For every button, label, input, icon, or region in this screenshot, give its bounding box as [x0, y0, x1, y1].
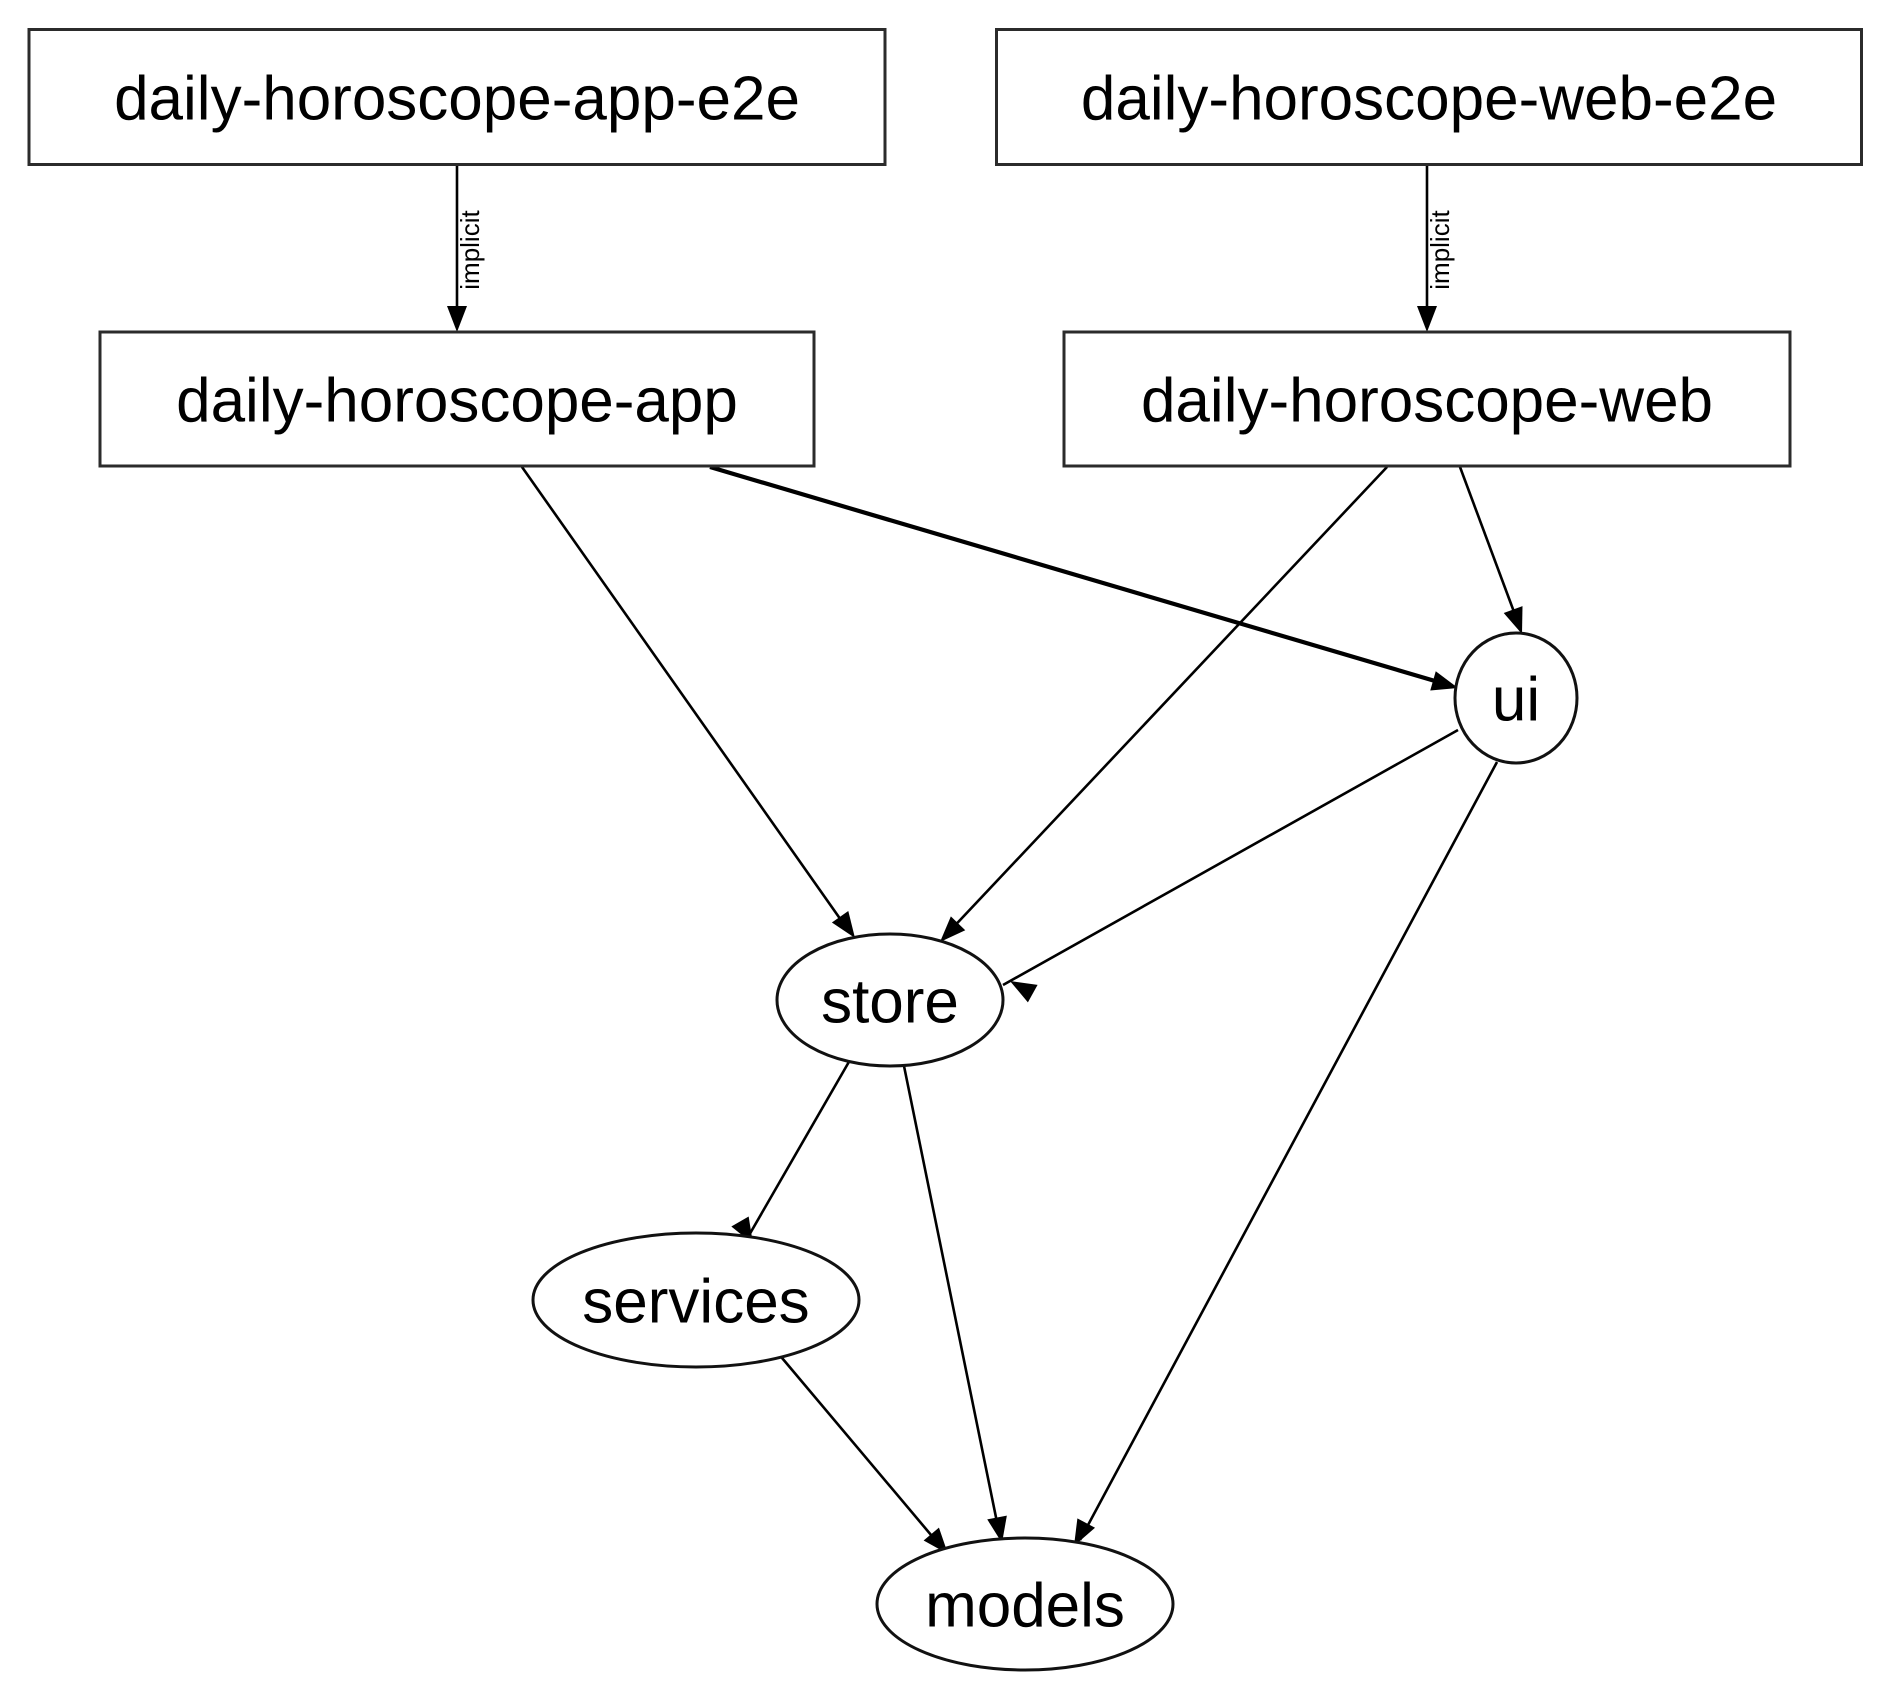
node-label-store: store: [821, 968, 959, 1037]
node-services[interactable]: services: [531, 1231, 861, 1369]
edge-daily-horoscope-web-to-store: [945, 466, 1388, 936]
edge-label-e2: implicit: [1425, 210, 1455, 290]
arrowhead-e10: [987, 1515, 1007, 1543]
node-label-daily-horoscope-web: daily-horoscope-web: [1141, 367, 1713, 436]
node-box-daily-horoscope-app-e2e: [27, 28, 887, 166]
node-ellipse-services: [531, 1231, 861, 1369]
edge-daily-horoscope-app-to-store: [520, 466, 850, 931]
edges-layer: [455, 165, 1522, 1549]
arrowhead-e2: [1417, 306, 1437, 332]
node-models[interactable]: models: [875, 1536, 1175, 1672]
node-box-daily-horoscope-web: [1062, 330, 1792, 468]
edge-labels-layer: implicit implicit: [455, 210, 1455, 290]
node-label-ui: ui: [1492, 666, 1540, 735]
nodes-layer: daily-horoscope-app-e2e daily-horoscope-w…: [27, 28, 1863, 1672]
node-ellipse-ui: [1453, 631, 1579, 765]
arrowhead-e8: [1074, 1518, 1096, 1546]
node-label-models: models: [925, 1572, 1125, 1641]
node-ellipse-models: [875, 1536, 1175, 1672]
arrowheads-layer: [447, 306, 1523, 1554]
edge-ui-to-store: [1002, 728, 1459, 987]
node-label-daily-horoscope-web-e2e: daily-horoscope-web-e2e: [1081, 65, 1777, 134]
node-ui[interactable]: ui: [1453, 631, 1579, 765]
arrowhead-e3: [831, 910, 855, 938]
edge-store-to-services: [746, 1059, 852, 1238]
node-daily-horoscope-app-e2e[interactable]: daily-horoscope-app-e2e: [27, 28, 887, 166]
node-box-daily-horoscope-web-e2e: [995, 28, 1863, 166]
arrowhead-e1: [447, 306, 467, 332]
arrowhead-e7: [1010, 981, 1038, 1003]
edge-daily-horoscope-web-to-ui: [1458, 466, 1522, 629]
edge-daily-horoscope-app-to-ui: [709, 464, 1453, 689]
node-ellipse-store: [775, 932, 1005, 1068]
edge-ui-to-models: [1078, 761, 1499, 1541]
node-daily-horoscope-web[interactable]: daily-horoscope-web: [1062, 330, 1792, 468]
node-daily-horoscope-web-e2e[interactable]: daily-horoscope-web-e2e: [995, 28, 1863, 166]
edge-services-to-models: [776, 1351, 943, 1549]
node-store[interactable]: store: [775, 932, 1005, 1068]
arrowhead-e6: [1503, 606, 1523, 634]
arrowhead-e5: [940, 916, 966, 942]
node-label-daily-horoscope-app: daily-horoscope-app: [176, 367, 738, 436]
node-box-daily-horoscope-app: [98, 330, 816, 468]
arrowhead-e11: [923, 1527, 948, 1554]
node-label-daily-horoscope-app-e2e: daily-horoscope-app-e2e: [114, 65, 800, 134]
node-daily-horoscope-app[interactable]: daily-horoscope-app: [98, 330, 816, 468]
node-label-services: services: [582, 1268, 809, 1337]
arrowhead-e4: [1430, 671, 1458, 691]
edge-label-e1: implicit: [455, 210, 485, 290]
edge-store-to-models: [902, 1065, 1002, 1538]
